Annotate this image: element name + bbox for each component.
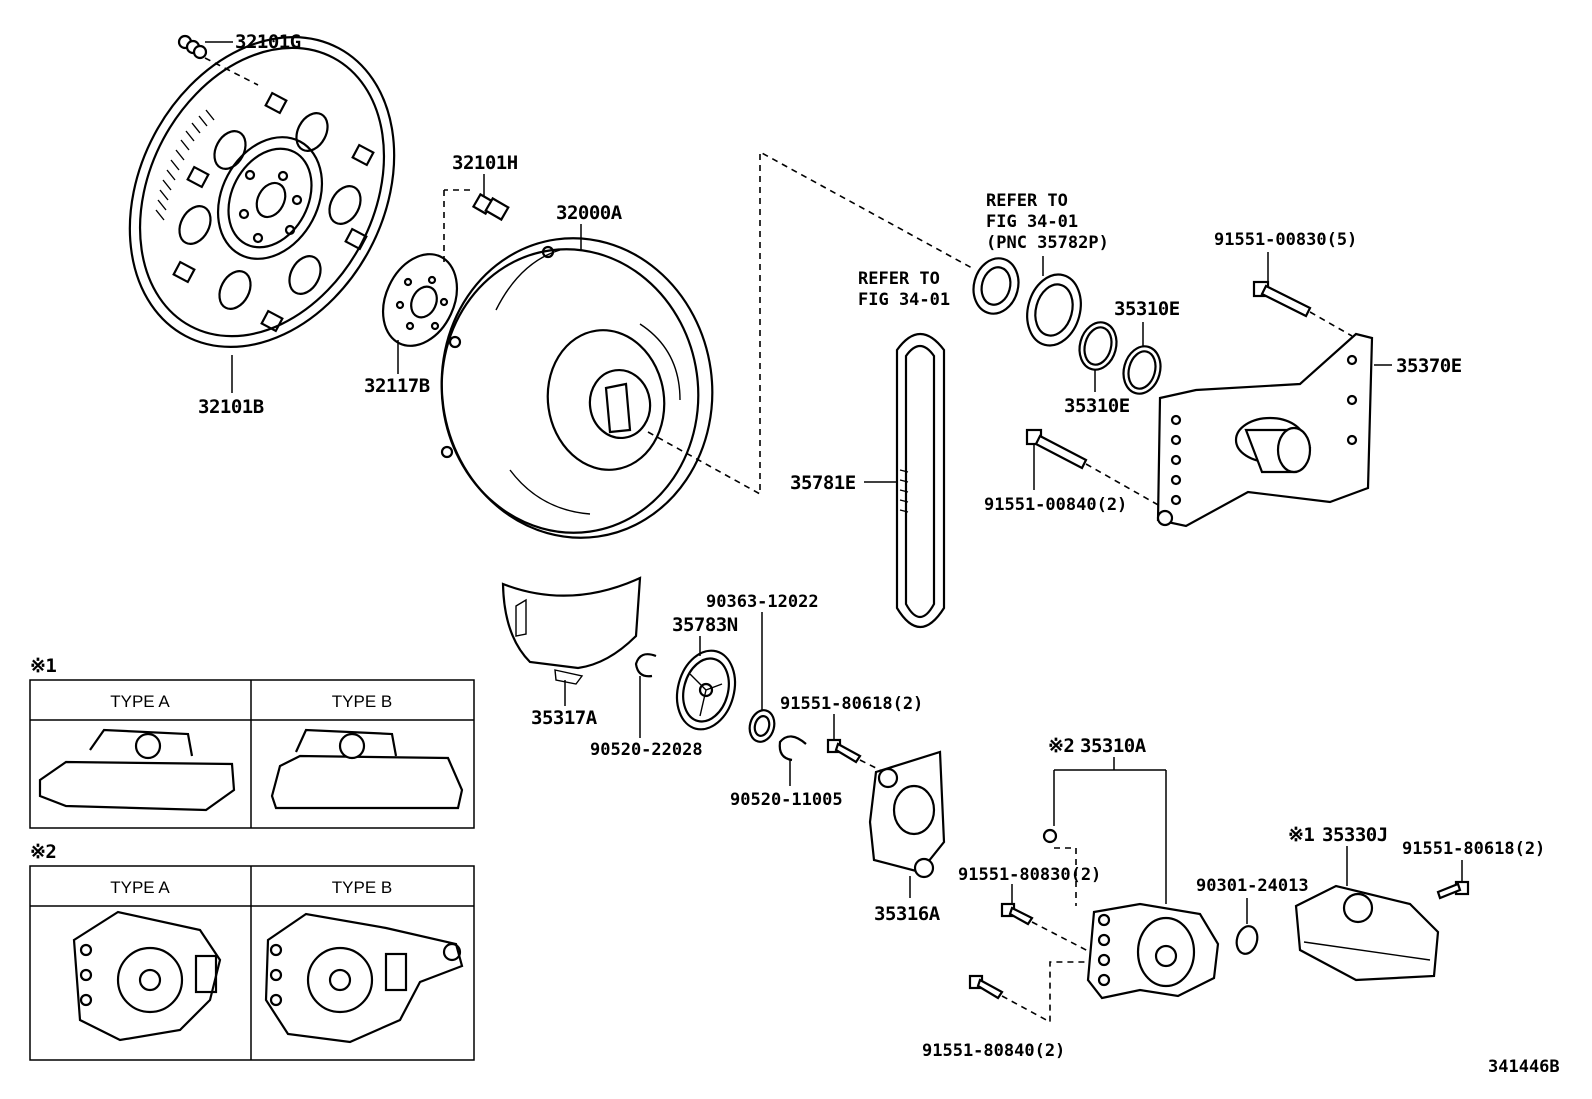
- o-ring-90301: [1235, 925, 1259, 955]
- note-mark-1: ※1: [30, 655, 56, 677]
- diagram-id: 341446B: [1488, 1057, 1560, 1077]
- driven-sprocket: [675, 649, 737, 731]
- bolt-91551-80830: [1000, 902, 1034, 926]
- bolt-91551-80618-a: [826, 738, 862, 764]
- bolt-32101H: [471, 192, 510, 222]
- label-91551-80618-b: 91551-80618(2): [1402, 839, 1545, 859]
- label-35316A: 35316A: [874, 903, 941, 925]
- o-ring-b: [1122, 345, 1162, 395]
- chain-cover: [501, 576, 642, 685]
- label-91551-00840: 91551-00840(2): [984, 495, 1127, 515]
- note-mark-2: ※2: [30, 841, 56, 863]
- bolt-32101G: [177, 34, 208, 60]
- dowel-pin: [1042, 828, 1058, 844]
- label-91551-80840: 91551-80840(2): [922, 1041, 1065, 1061]
- o-ring-a: [1078, 321, 1118, 371]
- label-90520-11005: 90520-11005: [730, 790, 843, 810]
- label-35370E: 35370E: [1396, 355, 1462, 377]
- snap-ring-11005: [778, 735, 807, 762]
- mark-35330J: ※1: [1288, 824, 1314, 846]
- variant-table-2: [29, 865, 475, 1061]
- label-32117B: 32117B: [364, 375, 430, 397]
- label-91551-00830: 91551-00830(5): [1214, 230, 1357, 250]
- refer-b-line2: FIG 34-01: [858, 290, 950, 310]
- label-35317A: 35317A: [531, 707, 598, 729]
- label-35310E-upper: 35310E: [1114, 298, 1180, 320]
- oil-strainer: [1294, 884, 1440, 982]
- refer-a-line1: REFER TO: [986, 191, 1068, 211]
- label-32101H: 32101H: [452, 152, 518, 174]
- drive-plate: [382, 253, 458, 347]
- table2-type-a: TYPE A: [110, 878, 170, 897]
- mark-35310A: ※2: [1048, 735, 1074, 757]
- refer-a-line3: (PNC 35782P): [986, 233, 1109, 253]
- label-90363-12022: 90363-12022: [706, 592, 819, 612]
- oil-pump: [1086, 902, 1220, 1000]
- table1-type-a: TYPE A: [110, 692, 170, 711]
- label-32101B: 32101B: [198, 396, 264, 418]
- label-32101G: 32101G: [235, 31, 301, 53]
- bolt-91551-80618-b: [1436, 880, 1470, 900]
- table1-type-b: TYPE B: [332, 692, 392, 711]
- bolt-91551-00830: [1252, 280, 1312, 318]
- label-35330J: 35330J: [1322, 824, 1388, 846]
- label-35781E: 35781E: [790, 472, 856, 494]
- oil-seal: [972, 257, 1020, 315]
- bolt-91551-80840: [968, 974, 1004, 1000]
- drive-chain: [895, 333, 946, 628]
- sprocket-cover: [868, 750, 946, 879]
- label-91551-80618-a: 91551-80618(2): [780, 694, 923, 714]
- label-35310A: 35310A: [1080, 735, 1147, 757]
- sprocket-ring: [1026, 273, 1082, 347]
- label-90520-22028: 90520-22028: [590, 740, 703, 760]
- bolt-91551-00840: [1025, 428, 1088, 470]
- label-90301-24013: 90301-24013: [1196, 876, 1309, 896]
- torque-converter: [440, 237, 714, 539]
- table2-type-b: TYPE B: [332, 878, 392, 897]
- label-32000A: 32000A: [556, 202, 623, 224]
- pump-body: [1156, 332, 1374, 528]
- variant-table-1: [29, 679, 475, 829]
- label-35310E-lower: 35310E: [1064, 395, 1130, 417]
- label-35783N: 35783N: [672, 614, 738, 636]
- flex-plate: [128, 36, 396, 348]
- bearing: [748, 709, 776, 743]
- refer-a-line2: FIG 34-01: [986, 212, 1078, 232]
- snap-ring-22028: [634, 653, 657, 678]
- label-91551-80830: 91551-80830(2): [958, 865, 1101, 885]
- refer-b-line1: REFER TO: [858, 269, 940, 289]
